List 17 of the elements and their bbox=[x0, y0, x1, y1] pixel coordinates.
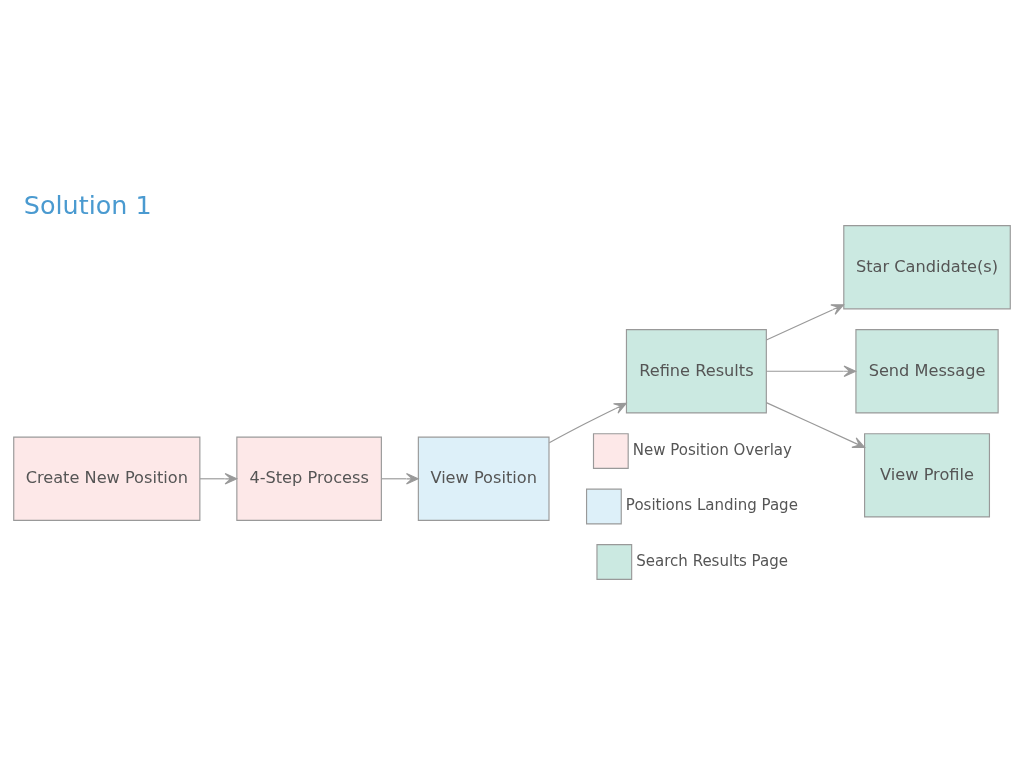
node-box: Refine Results bbox=[625, 329, 767, 414]
arrow bbox=[199, 473, 238, 485]
arrow bbox=[765, 402, 866, 448]
node-box: View Profile bbox=[864, 433, 991, 518]
node-box: Star Candidate(s) bbox=[843, 225, 1011, 310]
node-box: Create New Position bbox=[13, 436, 201, 521]
diagram-title: Solution 1 bbox=[23, 189, 152, 220]
legend-label: New Position Overlay bbox=[632, 440, 792, 459]
node-box: 4-Step Process bbox=[236, 436, 382, 521]
legend-label: Search Results Page bbox=[636, 551, 788, 570]
arrow bbox=[548, 402, 627, 444]
legend-label: Positions Landing Page bbox=[625, 496, 798, 515]
arrow bbox=[381, 473, 419, 485]
arrow bbox=[765, 304, 845, 341]
node-box: Send Message bbox=[855, 329, 999, 414]
arrow bbox=[765, 365, 857, 378]
node-box: View Position bbox=[417, 436, 550, 521]
